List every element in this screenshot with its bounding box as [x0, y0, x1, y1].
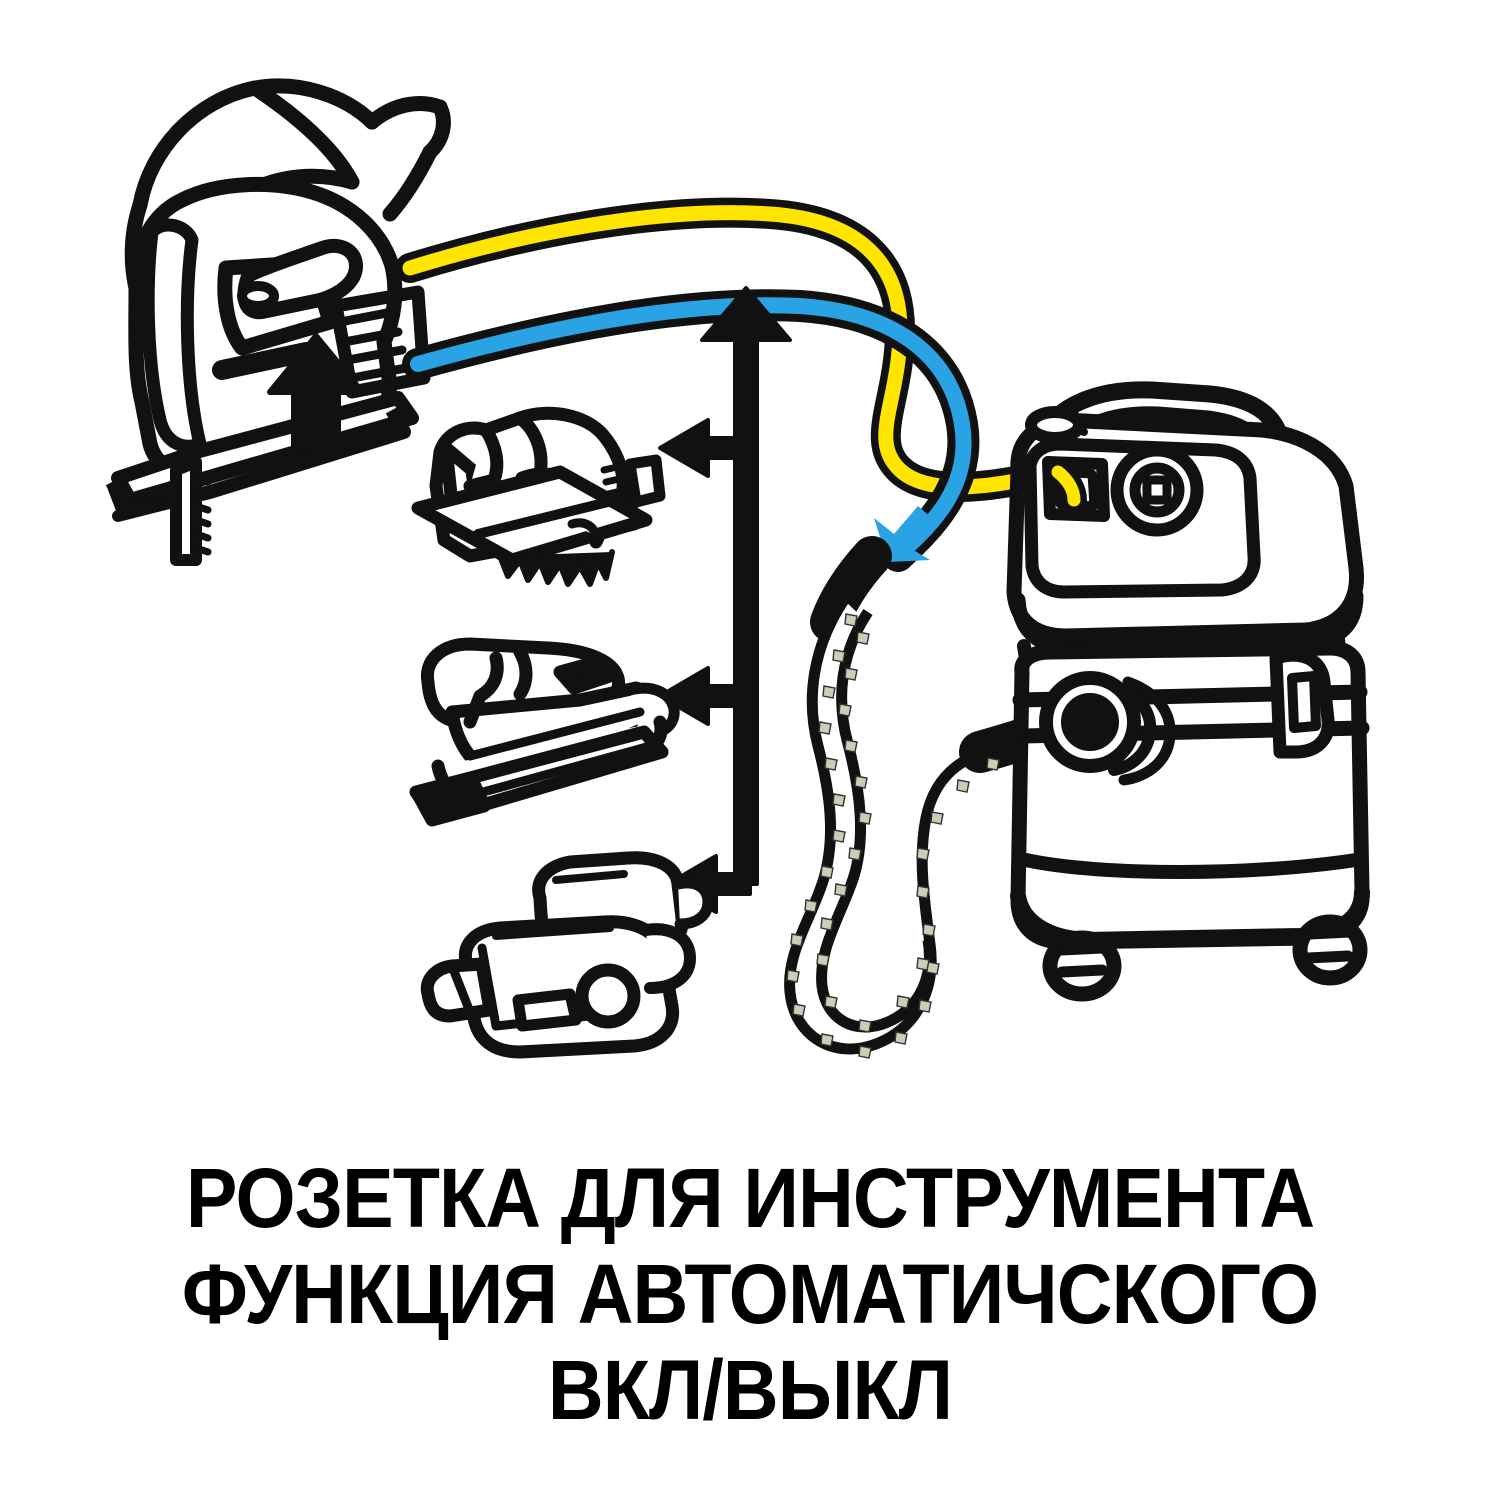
- caption-line-1: РОЗЕТКА ДЛЯ ИНСТРУМЕНТА: [185, 1151, 1315, 1245]
- caption-block: РОЗЕТКА ДЛЯ ИНСТРУМЕНТА ФУНКЦИЯ АВТОМАТИ…: [0, 1150, 1500, 1438]
- tool-socket-plug: [1045, 459, 1087, 513]
- diagram-canvas: [105, 78, 1370, 1059]
- trigger-arrow: [267, 333, 365, 455]
- power-cable: [395, 197, 1073, 502]
- orbital-sander: [409, 637, 680, 827]
- caption-line-2: ФУНКЦИЯ АВТОМАТИЧСКОГО: [181, 1247, 1319, 1341]
- caption-line-3: ВКЛ/ВЫКЛ: [547, 1343, 953, 1437]
- caster-wheels: [1042, 914, 1368, 1002]
- power-planer: [420, 851, 714, 1059]
- wet-dry-vacuum: [1006, 381, 1370, 1002]
- circular-saw: [411, 406, 666, 587]
